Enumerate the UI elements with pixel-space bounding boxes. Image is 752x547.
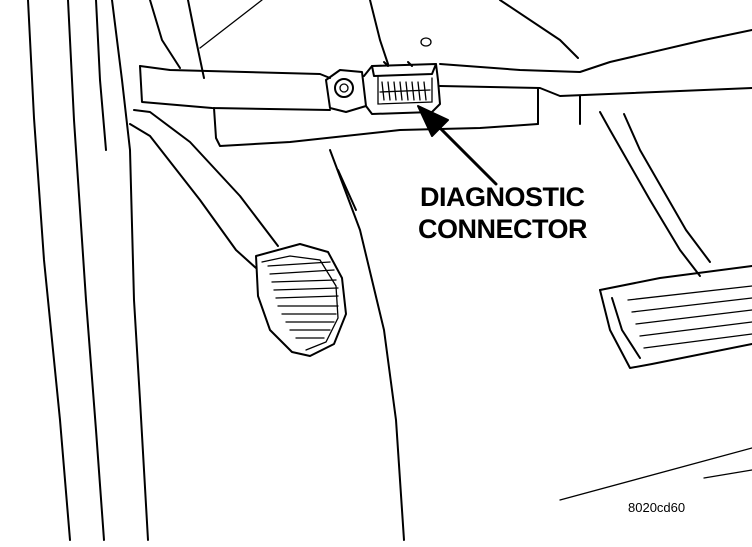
brake-pedal (129, 109, 347, 357)
floor-contour (329, 149, 752, 541)
figure-number: 8020cd60 (628, 500, 685, 515)
callout-arrow (417, 105, 498, 186)
accelerator-pedal (599, 111, 752, 369)
dash-panel (139, 0, 752, 147)
door-pillar (27, 0, 149, 541)
callout-label-line1: DIAGNOSTIC (420, 182, 585, 212)
callout-label-line2: CONNECTOR (418, 214, 587, 244)
diagnostic-connector (325, 61, 441, 115)
